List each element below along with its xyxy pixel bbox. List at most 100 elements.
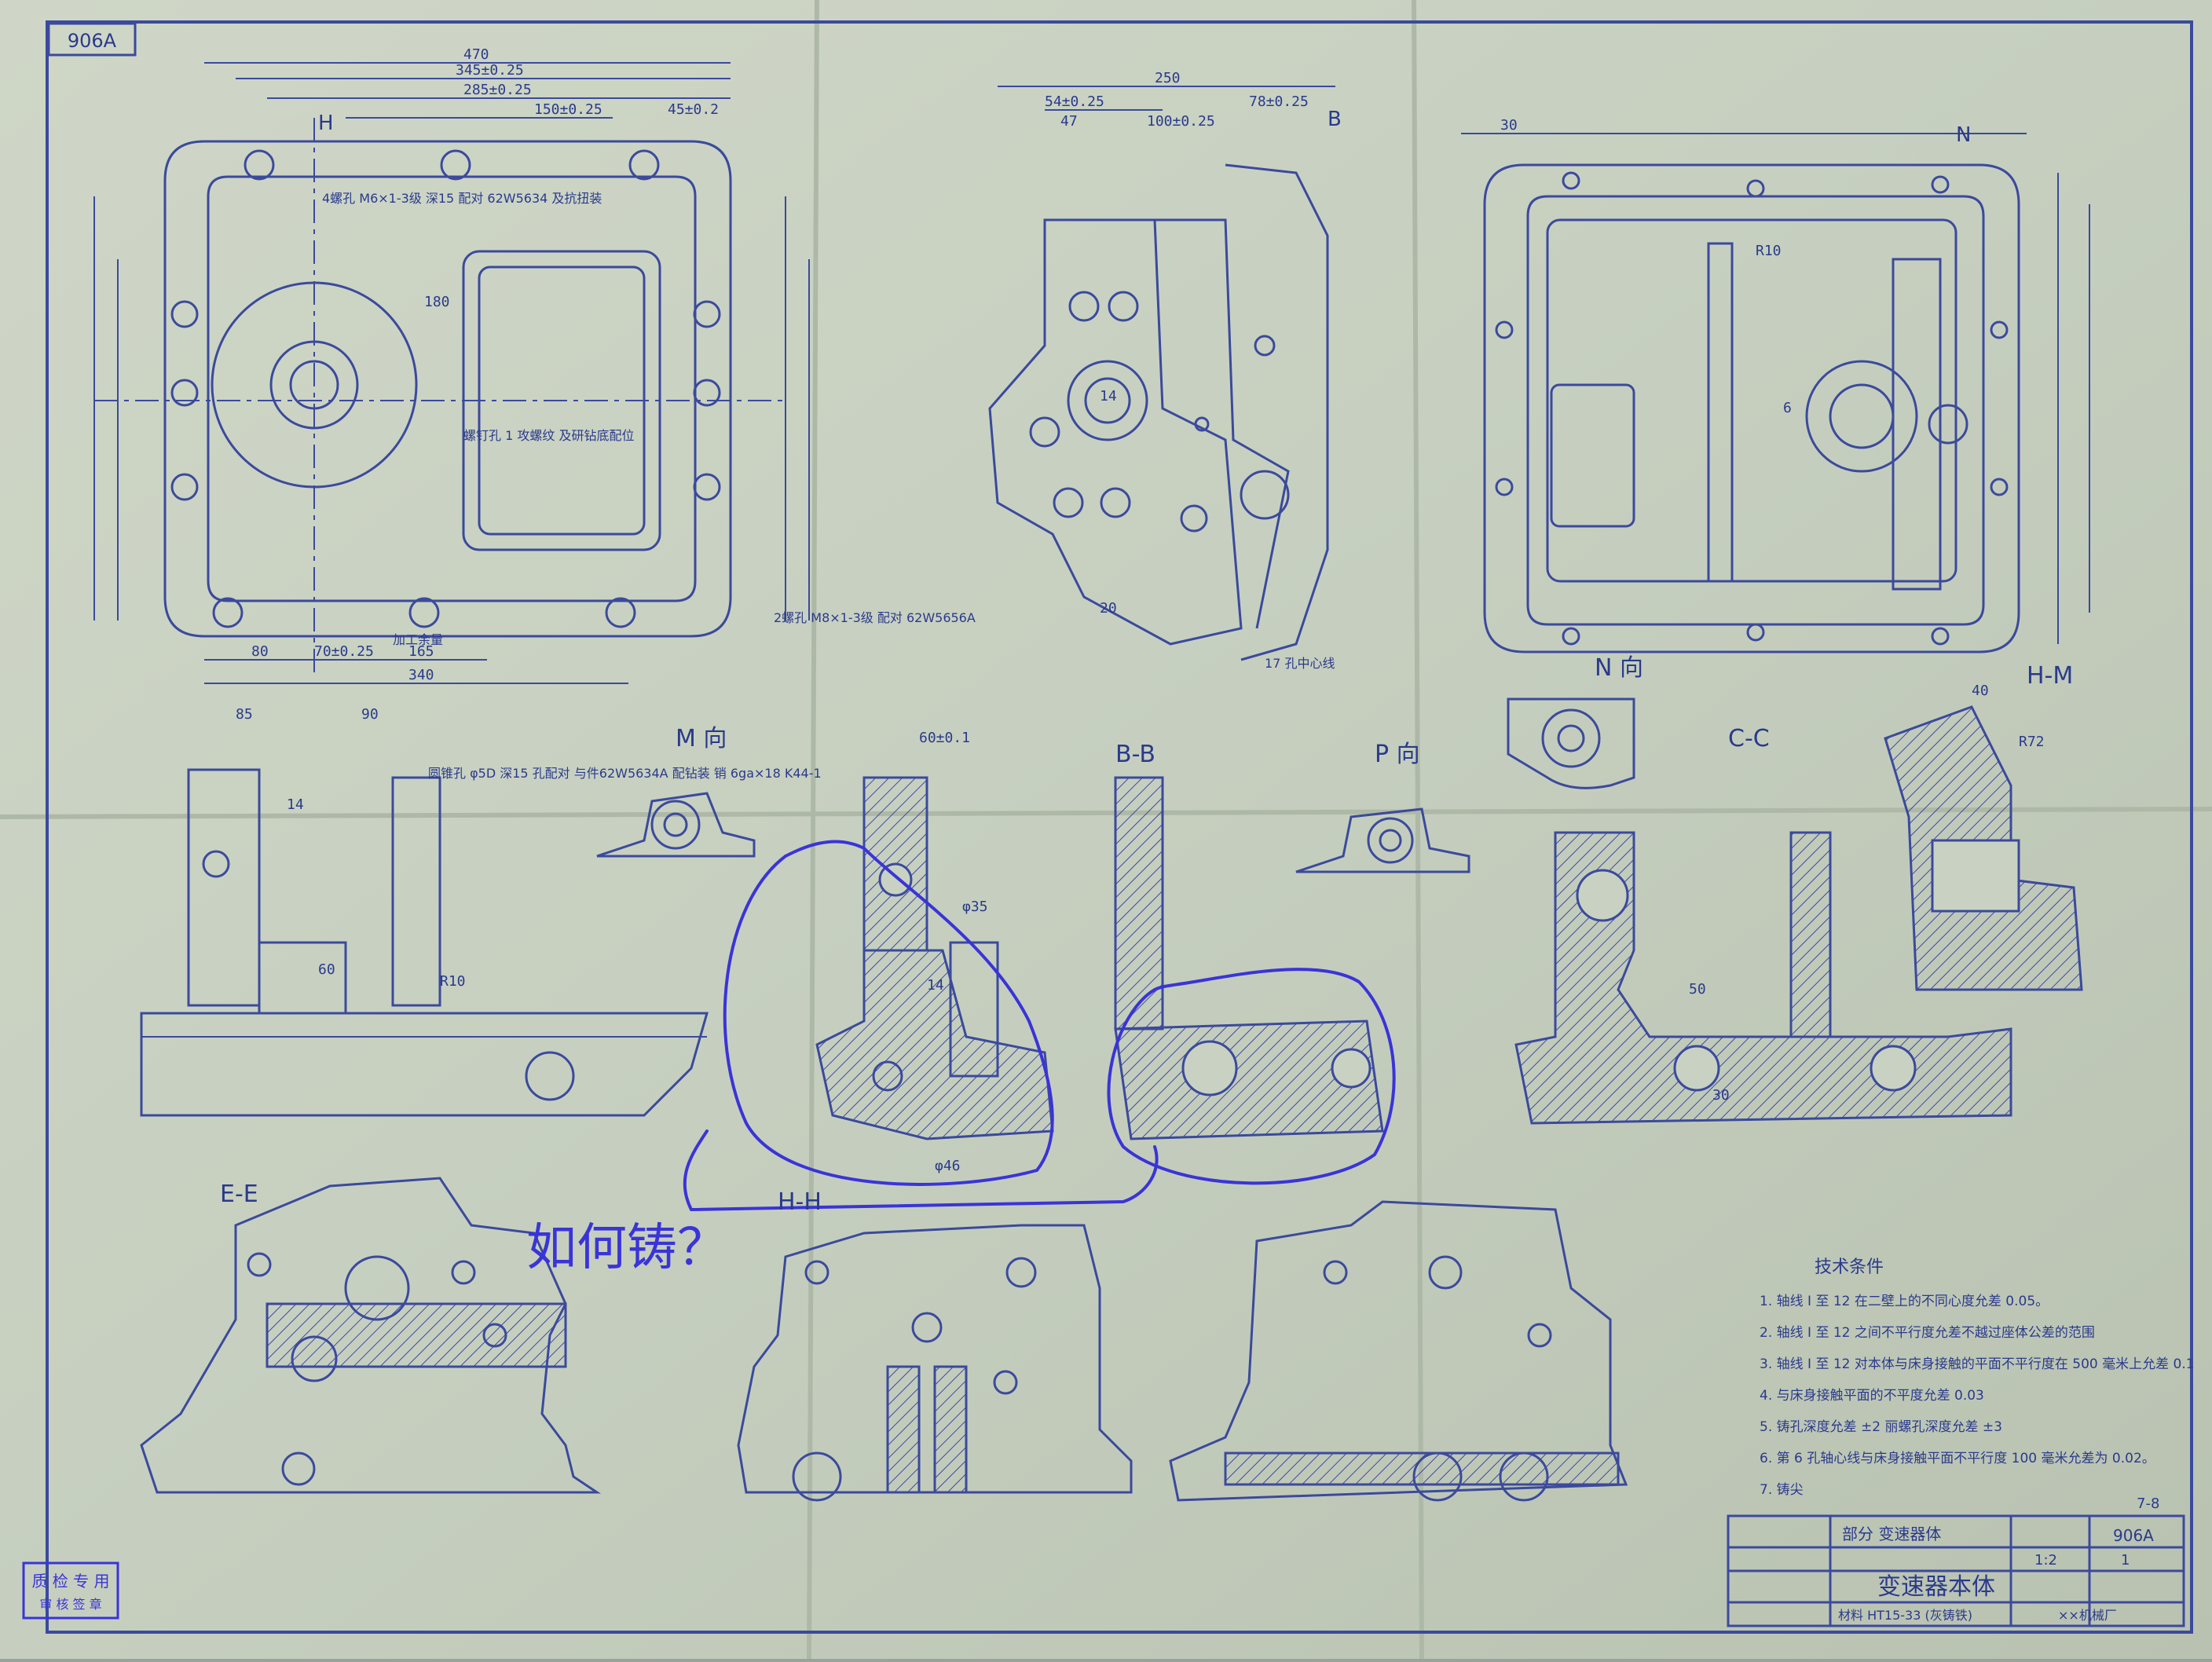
- dim-14: 14: [1100, 388, 1117, 405]
- dim-20: 20: [1100, 600, 1117, 617]
- title-maker: ××机械厂: [2058, 1608, 2117, 1623]
- pen-annotation-question: 如何铸？: [526, 1219, 727, 1277]
- pen-annotation-strokes: [683, 840, 1396, 1212]
- dimension-lines: [93, 62, 2090, 684]
- label-view-bottom: N: [1956, 123, 1971, 147]
- dim-r72-hm: R72: [2019, 734, 2045, 750]
- tech-req-item: 4. 与床身接触平面的不平度允差 0.03: [1760, 1388, 1984, 1404]
- dim-70: 70±0.25: [314, 643, 374, 660]
- dim-45: 45±0.2: [668, 101, 719, 118]
- label-section-n: N 向: [1595, 654, 1643, 682]
- title-block-texts: 7-8 部分 变速器体 变速器本体 材料 HT15-33 (灰铸铁) 906A …: [1838, 1495, 2159, 1623]
- sheet-stamp: 7-8: [2137, 1495, 2159, 1512]
- sheet-number: 906A: [68, 30, 117, 52]
- view-bottom-outline: [1483, 163, 2020, 653]
- label-section-ee: E-E: [220, 1181, 258, 1208]
- dim-30-c: 30: [1712, 1087, 1730, 1104]
- tech-requirements: 技术条件 1. 轴线 I 至 12 在二壁上的不同心度允差 0.05。 2. 轴…: [1760, 1257, 2195, 1498]
- tech-req-item: 5. 铸孔深度允差 ±2 丽螺孔深度允差 ±3: [1760, 1419, 2002, 1435]
- note-pin: 圆锥孔 φ5D 深15 孔配对 与件62W5634A 配钻装 销 6ga×18 …: [428, 766, 822, 781]
- view-labels: H B N E-E M 向 H-H B-B P 向 C-C N 向 H-M: [220, 108, 2073, 1216]
- title-part-name: 变速器本体: [1877, 1573, 1995, 1601]
- dim-40-hm: 40: [1972, 683, 1989, 699]
- lower-view-mid-outline: [737, 1224, 1133, 1502]
- title-part-label: 部分 变速器体: [1842, 1525, 1941, 1543]
- corner-stamp-line1: 质 检 专 用: [31, 1572, 109, 1591]
- fold-crease: [1412, 0, 1424, 1660]
- dim-r10-b: R10: [1756, 243, 1782, 259]
- note-process: 加工余量: [393, 632, 443, 647]
- dim-80: 80: [251, 643, 269, 660]
- section-bb-outline: [1114, 776, 1384, 1140]
- drawing-notes: 4螺孔 M6×1-3级 深15 配对 62W5634 及抗扭装 2螺孔 M8×1…: [322, 191, 1335, 781]
- dim-30-b: 30: [1500, 117, 1518, 134]
- dim-46-h: φ46: [935, 1158, 961, 1174]
- tech-requirements-heading: 技术条件: [1815, 1257, 1884, 1277]
- dim-250: 250: [1155, 70, 1181, 86]
- lower-view-right-outline: [1169, 1200, 1628, 1502]
- tech-req-item: 3. 轴线 I 至 12 对本体与床身接触的平面不平行度在 500 毫米上允差 …: [1760, 1356, 2195, 1372]
- dim-285: 285±0.25: [463, 82, 532, 98]
- note-bottom-holes: 2螺孔 M8×1-3级 配对 62W5656A: [774, 610, 976, 625]
- section-hm-outline: [1884, 705, 2083, 991]
- note-top-holes: 4螺孔 M6×1-3级 深15 配对 62W5634 及抗扭装: [322, 191, 602, 206]
- section-p-outline: [1295, 807, 1470, 873]
- dim-60-h: 60±0.1: [919, 730, 970, 746]
- label-view-top: H: [318, 112, 334, 135]
- dim-35-h: φ35: [962, 899, 988, 915]
- label-section-hh: H-H: [778, 1188, 822, 1216]
- dim-180: 180: [424, 294, 450, 310]
- view-top-outline: [94, 118, 786, 675]
- corner-stamp-line2: 审 核 签 章: [39, 1597, 101, 1612]
- label-section-p: P 向: [1375, 741, 1420, 768]
- dim-340: 340: [408, 667, 434, 683]
- dim-47: 47: [1060, 113, 1078, 130]
- dimension-texts: 470 345±0.25 285±0.25 150±0.25 45±0.2 18…: [236, 46, 2045, 1174]
- dim-6-b: 6: [1783, 400, 1792, 416]
- view-top-bolt-holes: [170, 149, 721, 628]
- dim-54: 54±0.25: [1045, 93, 1104, 110]
- dim-100: 100±0.25: [1147, 113, 1215, 130]
- label-section-hm: H-M: [2027, 662, 2073, 690]
- title-code: 906A: [2113, 1526, 2154, 1545]
- label-section-cc: C-C: [1728, 725, 1770, 752]
- corner-stamp: [22, 1561, 119, 1620]
- dim-14-h: 14: [927, 977, 944, 994]
- title-block: [1727, 1514, 2185, 1627]
- section-cc-outline: [1514, 831, 2012, 1125]
- dim-90: 90: [361, 706, 379, 723]
- dim-470: 470: [463, 46, 489, 63]
- dim-345: 345±0.25: [456, 62, 524, 79]
- dim-60-e: 60: [318, 961, 335, 978]
- section-m-outline: [596, 792, 756, 858]
- note-vertical: 螺钉孔 1 攻螺纹 及研钻底配位: [463, 428, 634, 443]
- title-count: 1: [2121, 1552, 2130, 1569]
- dim-85: 85: [236, 706, 253, 723]
- section-hh-outline: [815, 776, 1054, 1140]
- lower-view-left-outline: [140, 1177, 601, 1494]
- view-side-outline: [988, 163, 1329, 661]
- tech-req-item: 7. 铸尖: [1760, 1482, 1804, 1498]
- note-center: 17 孔中心线: [1265, 656, 1335, 671]
- label-view-side: B: [1328, 108, 1342, 131]
- label-section-m: M 向: [676, 725, 727, 752]
- title-material: 材料 HT15-33 (灰铸铁): [1838, 1608, 1972, 1623]
- drawing-border: [46, 20, 2193, 1634]
- tech-req-item: 6. 第 6 孔轴心线与床身接触平面不平行度 100 毫米允差为 0.02。: [1760, 1451, 2155, 1466]
- dim-165: 165: [408, 643, 434, 660]
- tech-req-item: 2. 轴线 I 至 12 之间不平行度允差不越过座体公差的范围: [1760, 1325, 2095, 1341]
- dim-50-c: 50: [1689, 981, 1706, 998]
- tech-req-item: 1. 轴线 I 至 12 在二壁上的不同心度允差 0.05。: [1760, 1294, 2049, 1309]
- dim-r10-e: R10: [440, 973, 466, 990]
- fold-crease: [0, 807, 2212, 819]
- dim-14-e: 14: [287, 796, 304, 813]
- section-ee-outline: [140, 768, 709, 1117]
- dim-150: 150±0.25: [534, 101, 602, 118]
- fold-crease: [807, 0, 819, 1660]
- title-scale: 1:2: [2034, 1552, 2057, 1569]
- label-section-bb: B-B: [1115, 741, 1155, 768]
- section-n-outline: [1507, 697, 1635, 789]
